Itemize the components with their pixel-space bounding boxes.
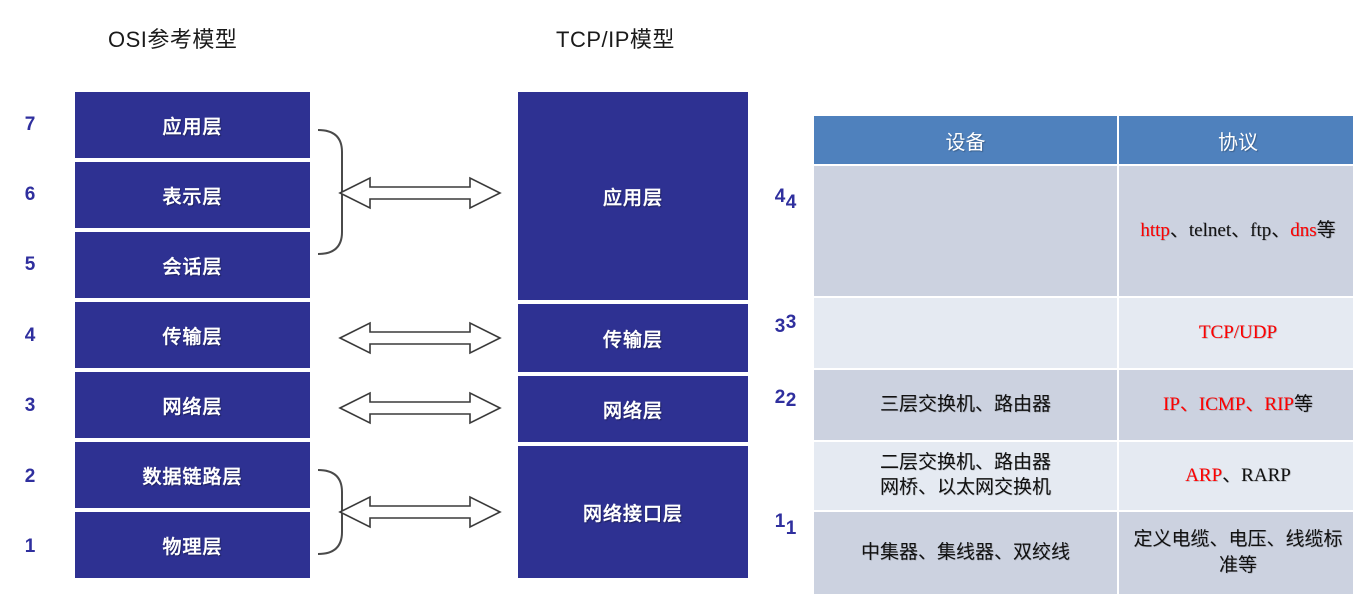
brace-osi-upper [317,129,343,255]
table-row-number-3: 3 [785,312,797,333]
osi-layer-transport[interactable]: 传输层 [75,300,310,370]
cell-protocol-layer3: TCP/UDP [1119,298,1353,368]
arrow-application-mapping [339,177,501,209]
cell-protocol-layer1-b: ARP、RARP [1119,442,1353,510]
table-row[interactable]: 三层交换机、路由器 IP、ICMP、RIP等 [814,370,1353,440]
osi-layer-number-1: 1 [24,536,36,557]
tcpip-layer-number-2: 2 [774,387,786,408]
table-header-device: 设备 [814,116,1117,164]
arrow-link-mapping [339,496,501,528]
brace-osi-lower [317,469,343,555]
table-header-row: 设备 协议 [814,116,1353,164]
table-row-number-1: 1 [785,518,797,539]
cell-device-layer1-b: 二层交换机、路由器网桥、以太网交换机 [814,442,1117,510]
osi-layer-number-4: 4 [24,325,36,346]
tcpip-stack: 应用层 传输层 网络层 网络接口层 [518,90,748,580]
osi-layer-number-2: 2 [24,466,36,487]
osi-layer-physical[interactable]: 物理层 [75,510,310,580]
tcpip-layer-transport[interactable]: 传输层 [518,302,748,374]
table-row[interactable]: 二层交换机、路由器网桥、以太网交换机 ARP、RARP [814,442,1353,510]
table-header-protocol: 协议 [1119,116,1353,164]
device-protocol-table: 设备 协议 http、telnet、ftp、dns等 TCP/UDP 三层交换机… [812,114,1353,596]
table-row[interactable]: http、telnet、ftp、dns等 [814,166,1353,296]
cell-protocol-layer2: IP、ICMP、RIP等 [1119,370,1353,440]
osi-layer-datalink[interactable]: 数据链路层 [75,440,310,510]
tcpip-layer-network-interface[interactable]: 网络接口层 [518,444,748,580]
table-row[interactable]: 中集器、集线器、双绞线 定义电缆、电压、线缆标准等 [814,512,1353,594]
cell-device-layer2: 三层交换机、路由器 [814,370,1117,440]
cell-device-layer3 [814,298,1117,368]
osi-layer-presentation[interactable]: 表示层 [75,160,310,230]
osi-layer-number-3: 3 [24,395,36,416]
table-row[interactable]: TCP/UDP [814,298,1353,368]
cell-device-layer1-a: 中集器、集线器、双绞线 [814,512,1117,594]
tcpip-layer-internet[interactable]: 网络层 [518,374,748,444]
cell-device-layer4 [814,166,1117,296]
osi-layer-number-6: 6 [24,184,36,205]
arrow-network-mapping [339,392,501,424]
osi-layer-network[interactable]: 网络层 [75,370,310,440]
tcpip-model-title: TCP/IP模型 [556,27,675,52]
table-row-number-2: 2 [785,390,797,411]
tcpip-layer-number-3: 3 [774,316,786,337]
tcpip-layer-application[interactable]: 应用层 [518,90,748,302]
tcpip-layer-number-1: 1 [774,511,786,532]
osi-model-title: OSI参考模型 [108,27,238,52]
tcpip-layer-number-4: 4 [774,186,786,207]
osi-layer-application[interactable]: 应用层 [75,90,310,160]
osi-layer-number-7: 7 [24,114,36,135]
cell-protocol-layer4: http、telnet、ftp、dns等 [1119,166,1353,296]
arrow-transport-mapping [339,322,501,354]
cell-protocol-layer1-a: 定义电缆、电压、线缆标准等 [1119,512,1353,594]
osi-layer-number-5: 5 [24,254,36,275]
osi-stack: 应用层 表示层 会话层 传输层 网络层 数据链路层 物理层 [75,90,310,580]
osi-layer-session[interactable]: 会话层 [75,230,310,300]
table-row-number-4: 4 [785,192,797,213]
